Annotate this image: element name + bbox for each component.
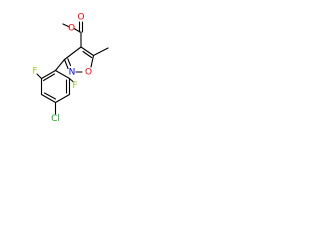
bond-ar3-ar4 [40, 93, 57, 104]
bond-ar6-ar1 [54, 69, 71, 80]
bond-ar1-ar2-inner [42, 73, 56, 82]
atom-o-ester: O [68, 24, 75, 34]
atom-n-isoxazole: N [69, 68, 76, 78]
bond-n1-c3 [63, 58, 69, 70]
bond-c4-c5 [80, 46, 95, 57]
bond-c-methyl-ester [62, 23, 71, 28]
bond-ar1-ar2 [40, 69, 57, 80]
bond-ar4-ar5 [54, 93, 71, 104]
atom-chlorine: Cl [51, 114, 60, 124]
bond-c3-c4 [63, 46, 82, 61]
bond-c3-aryl [54, 58, 66, 72]
atom-o-isoxazole: O [85, 68, 92, 78]
bond-n1-c3-inner [67, 58, 72, 67]
atom-f-bottom: F [72, 81, 77, 91]
bond-ar2-f1 [36, 73, 43, 80]
bond-ar3-ar4-inner [43, 92, 57, 100]
bond-c5-methyl [92, 47, 109, 57]
atom-o-carbonyl: O [77, 13, 84, 23]
atom-f-top: F [32, 67, 37, 77]
bond-ar6-f2 [68, 77, 75, 83]
bond-c5-o1 [90, 54, 95, 68]
bond-c5-c4-inner [82, 50, 93, 59]
chemical-structure-diagram: O O O N F F Cl [32, 13, 109, 124]
molecule-structure-canvas: O O O N F F Cl [0, 0, 152, 152]
